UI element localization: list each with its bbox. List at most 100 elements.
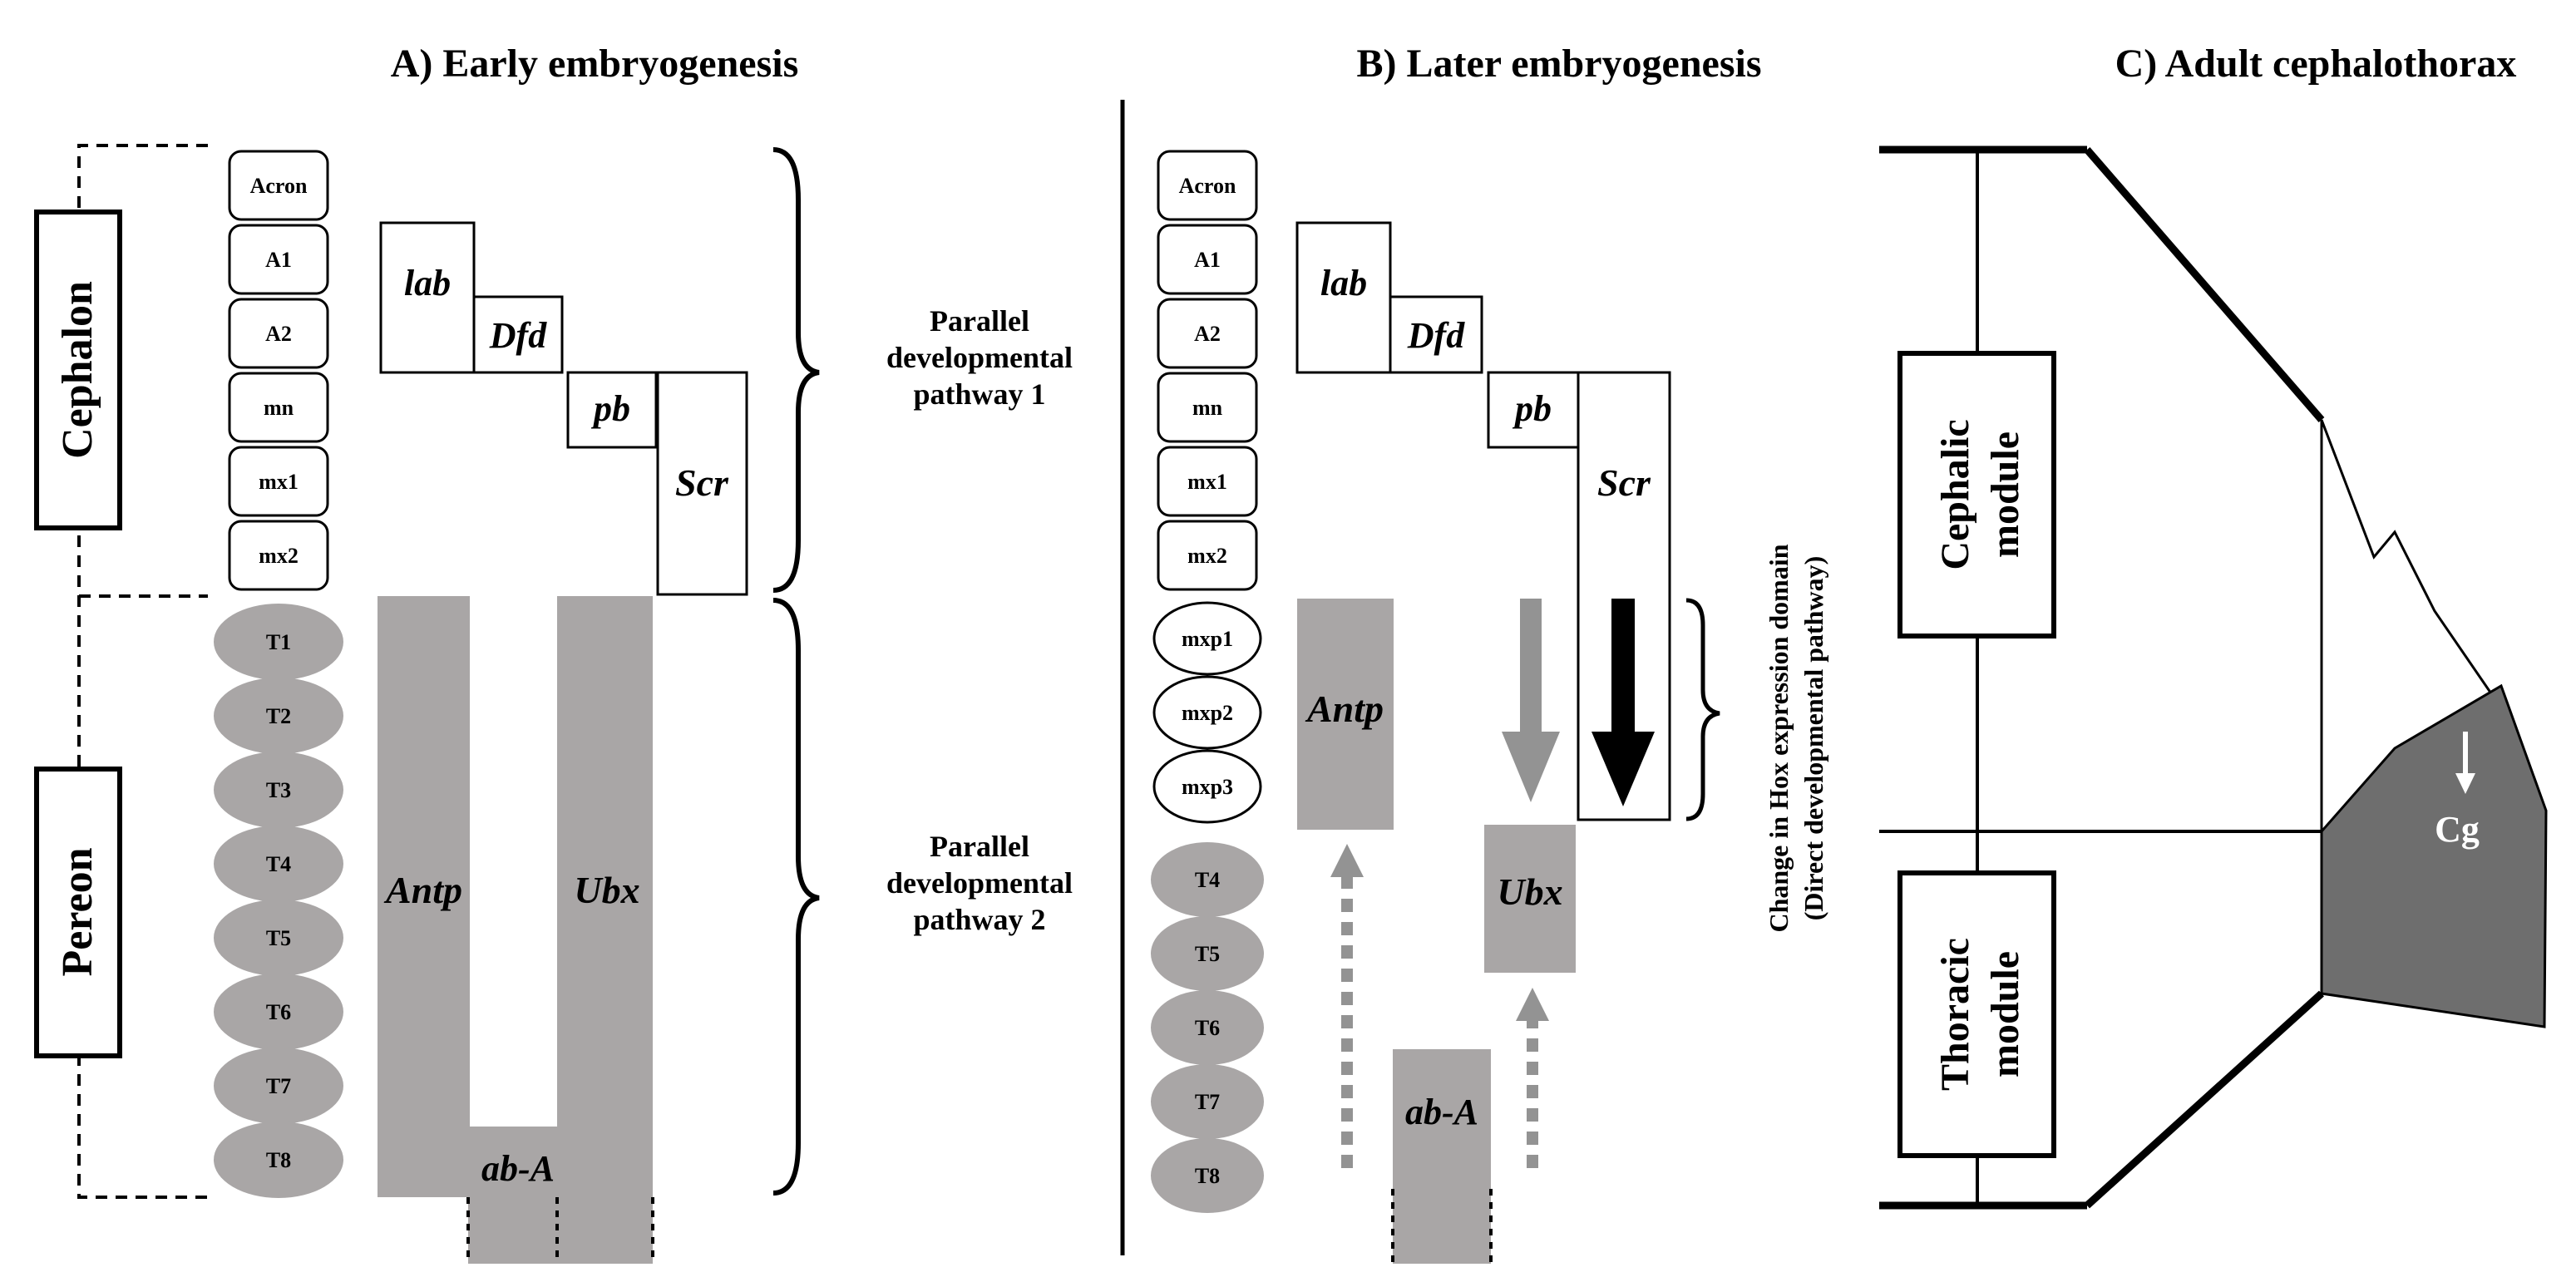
cg-label: Cg [2435,809,2480,850]
segment-label: mn [1192,396,1223,420]
abd-a-domain-a [468,1197,653,1264]
pathway-2-label: Parallel developmental pathway 2 [886,830,1073,936]
segment-label: T2 [266,704,291,728]
region-bracket [77,144,208,1199]
svg-text:Cephalon: Cephalon [54,281,101,459]
segment-box: A1 [1157,224,1258,295]
abd-a-label-a: ab-A [481,1148,555,1189]
segment-label: mx1 [1187,470,1227,494]
cg-region [2320,683,2548,1028]
segment-ellipse: T8 [214,1122,343,1198]
segment-box: mx1 [1157,446,1258,517]
antp-label-a: Antp [383,869,462,911]
dashed-arrow-up-icon [1516,988,1549,1168]
scr-label-b: Scr [1597,461,1651,504]
segment-label: T7 [266,1074,291,1098]
segment-label: T4 [266,852,291,876]
segment-box: mx2 [228,520,329,591]
panel-b-title: B) Later embryogenesis [1356,42,1761,86]
pb-label-a: pb [590,388,630,429]
segment-label: T6 [266,1000,291,1024]
maxilliped-segments-b: mxp1 mxp2 mxp3 [1152,601,1262,824]
dfd-label-a: Dfd [489,315,547,356]
ubx-domain-b [1484,825,1576,973]
segment-ellipse: T6 [1151,990,1264,1065]
arrow-down-icon [2455,732,2475,794]
segment-label: T8 [1195,1164,1220,1188]
segment-ellipse: mxp2 [1152,675,1262,750]
svg-text:Pereon: Pereon [54,847,101,976]
svg-text:Change in Hox expression domai: Change in Hox expression domain [1764,544,1794,932]
ubx-label-a: Ubx [574,869,639,911]
segment-label: T7 [1195,1090,1220,1114]
arrow-down-icon [1502,599,1560,802]
thoracic-module-box: Thoracic module [1897,870,2056,1158]
svg-text:developmental: developmental [886,866,1073,900]
segment-label: mxp1 [1182,627,1233,651]
segment-label: mx2 [259,544,299,568]
segment-box: Acron [1157,150,1258,221]
segment-ellipse: T7 [1151,1064,1264,1139]
segment-ellipse: T8 [1151,1138,1264,1213]
svg-text:Parallel: Parallel [930,304,1029,338]
segment-label: T8 [266,1148,291,1172]
arrow-down-icon [1591,599,1655,806]
segment-label: mx1 [259,470,299,494]
segment-ellipse: mxp3 [1152,749,1262,824]
segment-box: mn [1157,372,1258,443]
pb-label-b: pb [1512,388,1552,429]
segment-label: Acron [1179,174,1236,198]
lab-label-b: lab [1320,263,1367,303]
svg-text:developmental: developmental [886,341,1073,374]
antp-ubx-domain-a [378,596,653,1197]
lab-label-a: lab [404,263,451,303]
segment-ellipse: T4 [1151,842,1264,917]
dfd-domain-b [1389,295,1483,374]
segment-ellipse: T6 [214,974,343,1050]
segment-ellipse: T2 [214,678,343,754]
segment-box: A1 [228,224,329,295]
segment-label: A1 [1194,248,1221,272]
segment-label: mx2 [1187,544,1227,568]
segment-box: A2 [228,298,329,369]
segment-label: A1 [265,248,292,272]
pb-domain-a [566,371,658,449]
scr-label-a: Scr [675,461,729,504]
segment-label: T5 [1195,942,1220,966]
segment-box: mx2 [1157,520,1258,591]
panel-a-title: A) Early embryogenesis [391,42,799,86]
lab-domain-b [1295,221,1392,374]
segment-label: mn [264,396,294,420]
segment-label: mxp3 [1182,775,1233,799]
dashed-arrow-up-icon [1330,844,1364,1168]
brace-icon [772,147,820,593]
svg-text:Thoracic: Thoracic [1933,938,1977,1091]
segment-label: mxp2 [1182,701,1233,725]
svg-text:pathway 2: pathway 2 [913,903,1045,936]
segment-label: T1 [266,630,291,654]
segment-label: T5 [266,926,291,950]
dfd-label-b: Dfd [1407,315,1465,356]
segment-ellipse: mxp1 [1152,601,1262,676]
segment-ellipse: T1 [214,604,343,680]
segment-ellipse: T7 [214,1048,343,1124]
brace-icon [772,598,820,1196]
svg-text:Cephalic: Cephalic [1933,419,1977,569]
segment-label: A2 [1194,322,1221,346]
segment-label: T3 [266,778,291,802]
svg-text:module: module [1983,951,2027,1077]
svg-text:(Direct developmental pathway): (Direct developmental pathway) [1799,556,1828,920]
cephalic-module-box: Cephalic module [1897,351,2056,638]
segment-ellipse: T5 [1151,916,1264,991]
scr-domain-a [656,371,748,596]
abd-a-dotted-edges [466,1197,654,1264]
svg-text:module: module [1983,431,2027,558]
segment-label: A2 [265,322,292,346]
abd-a-label-b: ab-A [1405,1092,1478,1132]
